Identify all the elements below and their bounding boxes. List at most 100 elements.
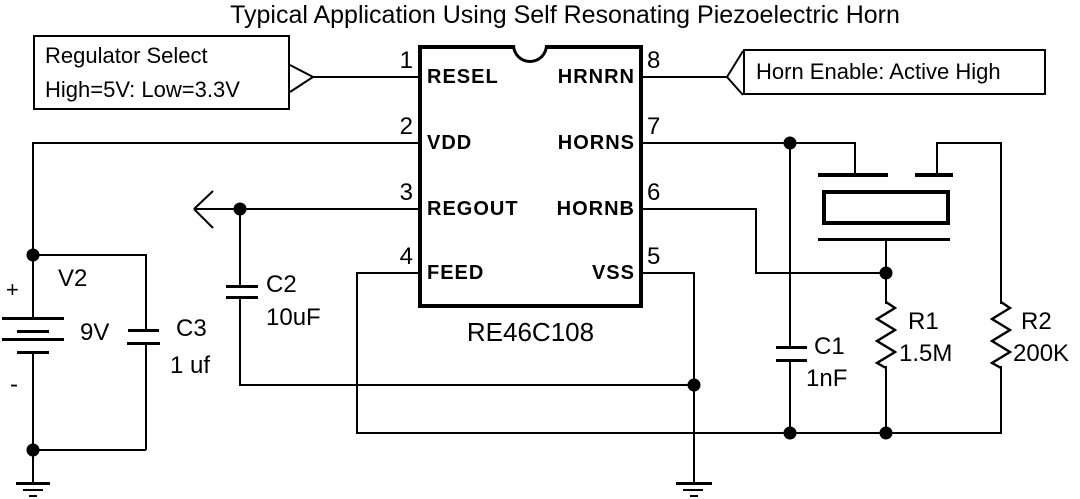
horn-ceramic-body <box>822 190 950 225</box>
r2-value: 200K <box>1013 340 1070 367</box>
junction-dot <box>879 426 893 440</box>
r1-zigzag <box>874 301 898 370</box>
c3-value: 1 uf <box>170 352 211 379</box>
battery-plate-long-1 <box>2 317 64 320</box>
wire-c2-to-vss <box>239 384 694 386</box>
ground-left-bar3 <box>29 495 37 497</box>
junction-dot <box>233 202 247 216</box>
pin-label-horns: HORNS <box>557 132 635 154</box>
r1-bottom-lead <box>885 366 887 434</box>
horn-enable-callout <box>743 49 1046 95</box>
wire-vss-drop <box>693 272 695 483</box>
wire-hornb-bottom <box>755 272 886 274</box>
horn-enable-text: Horn Enable: Active High <box>756 59 1001 84</box>
c3-plate-top <box>128 329 159 332</box>
r2-top-lead <box>1000 142 1002 304</box>
wire-hrnrn <box>643 76 727 78</box>
pin-number-1: 1 <box>399 47 413 74</box>
pin-label-feed: FEED <box>427 262 485 284</box>
wire-horns <box>643 142 855 144</box>
junction-dot <box>783 426 797 440</box>
diagram-title: Typical Application Using Self Resonatin… <box>230 1 900 29</box>
c2-value: 10uF <box>266 304 321 331</box>
c1-designator: C1 <box>814 333 845 360</box>
pin-number-8: 8 <box>647 47 661 74</box>
battery-designator: V2 <box>58 265 88 292</box>
pin-label-resel: RESEL <box>427 66 499 88</box>
wire-c3-bottom <box>33 449 146 451</box>
pin-number-5: 5 <box>647 243 661 270</box>
regulator-select-line2: High=5V: Low=3.3V <box>45 77 240 102</box>
battery-plate-short-1 <box>17 330 49 333</box>
c3-top-lead <box>145 254 147 330</box>
pin-number-6: 6 <box>647 179 661 206</box>
junction-dot <box>26 248 40 262</box>
battery-value: 9V <box>80 319 110 346</box>
ic-part-number: RE46C108 <box>466 317 595 347</box>
r2-designator: R2 <box>1021 308 1052 335</box>
c3-designator: C3 <box>176 315 207 342</box>
battery-negative-lead <box>32 352 34 483</box>
pin-number-2: 2 <box>399 113 413 140</box>
wire-feed <box>357 272 418 274</box>
regulator-select-line1: Regulator Select <box>45 43 208 68</box>
pin-label-regout: REGOUT <box>427 198 519 220</box>
r2-bottom-lead <box>1000 366 1002 434</box>
wire-vdd <box>33 142 418 144</box>
pin-number-7: 7 <box>647 113 661 140</box>
wire-regout <box>194 208 418 210</box>
ic-body <box>418 45 643 308</box>
ground-left-bar2 <box>23 489 43 491</box>
r1-top-lead <box>885 272 887 304</box>
wire-horn-to-r2 <box>936 142 1002 144</box>
horn-right-electrode-lead <box>936 142 938 175</box>
wire-resel <box>313 76 418 78</box>
c3-bottom-lead <box>145 345 147 450</box>
pin-number-3: 3 <box>399 179 413 206</box>
horn-bottom-electrode <box>818 238 950 241</box>
c2-plate-top <box>226 285 258 288</box>
ground-left-bar1 <box>16 482 50 485</box>
junction-dot <box>783 136 797 150</box>
c2-bottom-lead <box>239 299 241 385</box>
regulator-select-callout <box>33 35 290 110</box>
horn-top-electrode-right <box>915 173 953 177</box>
battery-minus-sign: - <box>10 371 18 398</box>
wire-feedback-bus <box>356 432 1002 434</box>
ground-right-bar1 <box>676 482 712 485</box>
callout-pointer-right <box>289 64 315 93</box>
pin-label-vss: VSS <box>591 262 635 284</box>
c1-plate-top <box>776 346 807 349</box>
junction-dot <box>687 378 701 392</box>
c2-designator: C2 <box>266 271 297 298</box>
battery-plate-long-2 <box>2 338 64 341</box>
wire-hornb-drop <box>755 208 757 273</box>
pin-label-hornb: HORNB <box>556 198 635 220</box>
horn-top-electrode-left <box>818 173 888 177</box>
junction-dot <box>26 443 40 457</box>
horn-bottom-lead <box>885 240 887 274</box>
c1-top-lead <box>789 142 791 348</box>
ground-right-bar2 <box>683 489 703 491</box>
pin-label-vdd: VDD <box>427 132 473 154</box>
c2-plate-bottom <box>226 296 258 299</box>
r1-designator: R1 <box>908 308 939 335</box>
r1-value: 1.5M <box>899 340 953 367</box>
c1-plate-bottom <box>776 359 807 362</box>
c3-plate-bottom <box>127 342 160 345</box>
wire-hornb <box>643 208 756 210</box>
wire-c3-top <box>33 254 146 256</box>
c1-value: 1nF <box>806 365 848 392</box>
junction-dot <box>879 266 893 280</box>
callout-pointer-left <box>725 50 744 96</box>
pin-label-hrnrn: HRNRN <box>557 66 635 88</box>
wire-feed-drop <box>356 272 358 433</box>
wire-vdd-drop <box>32 142 34 318</box>
ground-right-bar3 <box>690 495 698 497</box>
regout-arrow-icon <box>193 190 214 229</box>
pin-number-4: 4 <box>399 243 413 270</box>
c1-bottom-lead <box>789 362 791 434</box>
battery-plus-sign: + <box>6 277 19 302</box>
r2-zigzag <box>989 301 1013 370</box>
